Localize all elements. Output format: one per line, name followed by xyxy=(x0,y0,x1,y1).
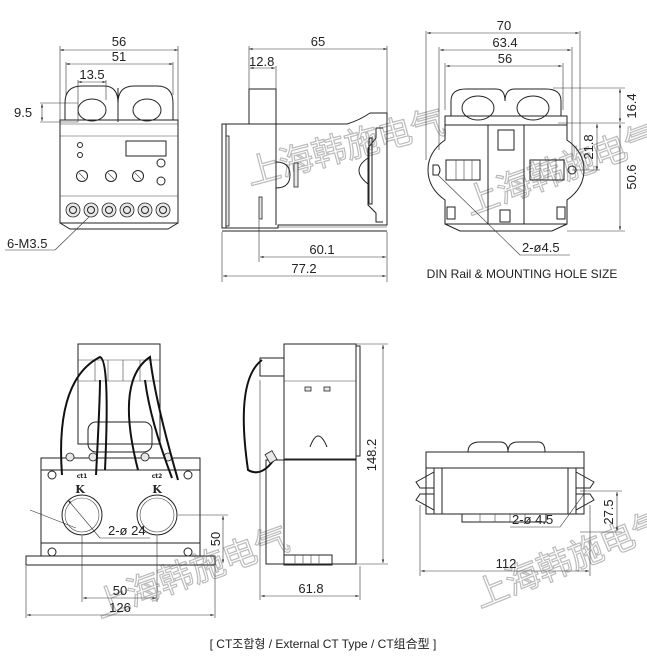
dim-front-overall-width: 56 xyxy=(112,34,126,49)
terminal-screws xyxy=(65,202,171,218)
dim-rear-hole-offset: 21.8 xyxy=(581,134,596,159)
adjust-knobs xyxy=(76,170,144,182)
dim-ct-base-width: 126 xyxy=(109,600,131,615)
ct-bottom-view: 2-ø 4.5 27.5 112 xyxy=(415,441,622,576)
watermark-text: 上海韩施电气 xyxy=(242,102,449,193)
dim-ct-holes: 2-ø 24 xyxy=(108,523,146,538)
dim-rear-top-height: 16.4 xyxy=(624,93,639,118)
dim-front-inner-width: 51 xyxy=(112,49,126,64)
dim-ct-hole-pitch: 50 xyxy=(113,583,127,598)
ct-mark-k1: K xyxy=(75,483,85,496)
ct-front-view: K K ct1 ct2 2-ø 24 50 50 126 xyxy=(25,343,228,618)
side-view: 65 12.8 60.1 77.2 xyxy=(221,34,388,282)
ct-side-view: 148.2 61.8 xyxy=(242,343,388,600)
dim-rear-body-width: 56 xyxy=(498,51,512,66)
dim-ct-side-depth: 61.8 xyxy=(298,581,323,596)
drawing-caption: [ CT조합형 / External CT Type / CT组合型 ] xyxy=(210,636,437,651)
dim-rear-total-height: 50.6 xyxy=(624,164,639,189)
dim-front-hole-height: 9.5 xyxy=(14,105,32,120)
dim-front-hole-width: 13.5 xyxy=(79,67,104,82)
dim-ct-hole-height: 50 xyxy=(208,532,223,546)
dim-side-rail-depth: 60.1 xyxy=(309,242,334,257)
dim-side-total-depth: 77.2 xyxy=(291,261,316,276)
rear-view: 70 63.4 56 16.4 21.8 50.6 2-ø4.5 DIN Rai… xyxy=(425,18,639,281)
dim-ct-side-height: 148.2 xyxy=(364,439,379,472)
dim-rear-hole-pitch: 63.4 xyxy=(492,35,517,50)
rear-view-title: DIN Rail & MOUNTING HOLE SIZE xyxy=(427,267,618,281)
front-view: 56 51 13.5 9.5 6-M3.5 xyxy=(5,34,179,251)
ct-terminals xyxy=(65,452,173,462)
dim-rear-overall-width: 70 xyxy=(497,18,511,33)
dim-side-window-offset: 12.8 xyxy=(249,54,274,69)
dim-rear-mount-holes: 2-ø4.5 xyxy=(522,240,560,255)
ct-label-1: ct1 xyxy=(77,473,88,480)
dim-terminal-spec: 6-M3.5 xyxy=(7,236,47,251)
ct-wires xyxy=(60,355,179,481)
dim-ct-bottom-mount-holes: 2-ø 4.5 xyxy=(512,512,553,527)
dim-ct-bottom-width: 112 xyxy=(496,556,517,571)
dim-ct-bottom-hole-offset: 27.5 xyxy=(601,499,616,524)
ct-mark-k2: K xyxy=(152,483,162,496)
dim-side-overall-depth: 65 xyxy=(311,34,325,49)
ct-label-2: ct2 xyxy=(152,473,163,480)
